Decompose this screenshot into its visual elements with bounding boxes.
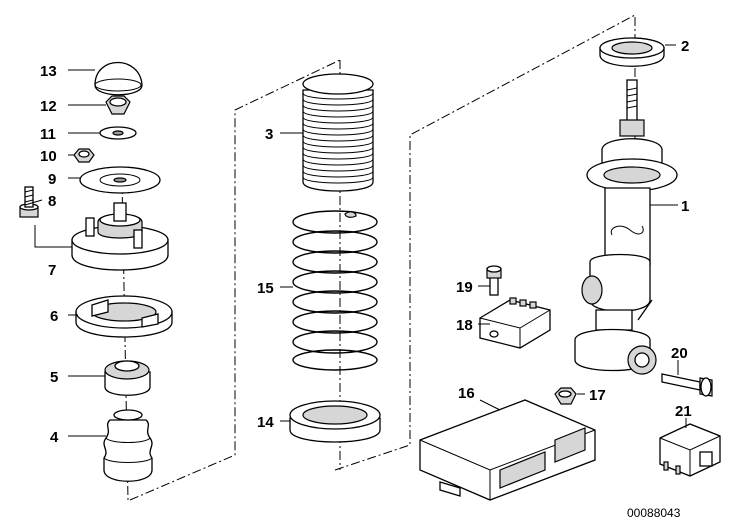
callout-18: 18: [456, 317, 473, 334]
part-12-nut: [105, 95, 131, 115]
callout-7: 7: [48, 262, 56, 279]
callout-20: 20: [671, 345, 688, 362]
part-7-strut-mount: [71, 202, 169, 271]
part-3-bellows: [302, 73, 374, 192]
callout-19: 19: [456, 279, 473, 296]
callout-labels: 13 12 11 10 9 8 7 6 5 4 3 15 14 2 1 19 1…: [40, 38, 692, 446]
part-15-coil-spring: [292, 210, 378, 371]
part-14-spring-pad: [289, 400, 381, 443]
leader-lines: [24, 44, 687, 437]
callout-12: 12: [40, 98, 57, 115]
callout-9: 9: [48, 171, 56, 188]
callout-2: 2: [681, 38, 689, 55]
part-6-bearing-ring: [75, 295, 173, 338]
part-4-bump-stop: [103, 409, 153, 482]
callout-15: 15: [257, 280, 274, 297]
callout-4: 4: [50, 429, 59, 446]
part-1-shock-absorber: [574, 79, 678, 375]
callout-11: 11: [40, 126, 56, 143]
part-16-control-unit: [419, 399, 596, 501]
callout-21: 21: [675, 403, 692, 420]
part-9-plate: [79, 166, 161, 194]
part-10-nut: [73, 148, 95, 163]
image-code: 00088043: [627, 506, 681, 520]
part-2-ring: [599, 37, 665, 67]
part-18-sensor: [479, 297, 551, 349]
part-13-cap: [94, 62, 143, 96]
callout-5: 5: [50, 369, 58, 386]
part-17-nut: [554, 387, 577, 405]
callout-14: 14: [257, 414, 274, 431]
callout-16: 16: [458, 385, 475, 402]
part-21-relay: [659, 423, 721, 477]
part-19-screw: [486, 265, 502, 296]
callout-17: 17: [589, 387, 606, 404]
callout-6: 6: [50, 308, 58, 325]
callout-13: 13: [40, 63, 57, 80]
callout-8: 8: [48, 193, 56, 210]
part-11-washer: [99, 126, 137, 140]
callout-10: 10: [40, 148, 57, 165]
part-20-bolt: [661, 373, 713, 397]
callout-1: 1: [681, 198, 689, 215]
part-8-bolt: [19, 186, 39, 218]
callout-3: 3: [265, 126, 273, 143]
part-5-damper: [104, 360, 151, 396]
